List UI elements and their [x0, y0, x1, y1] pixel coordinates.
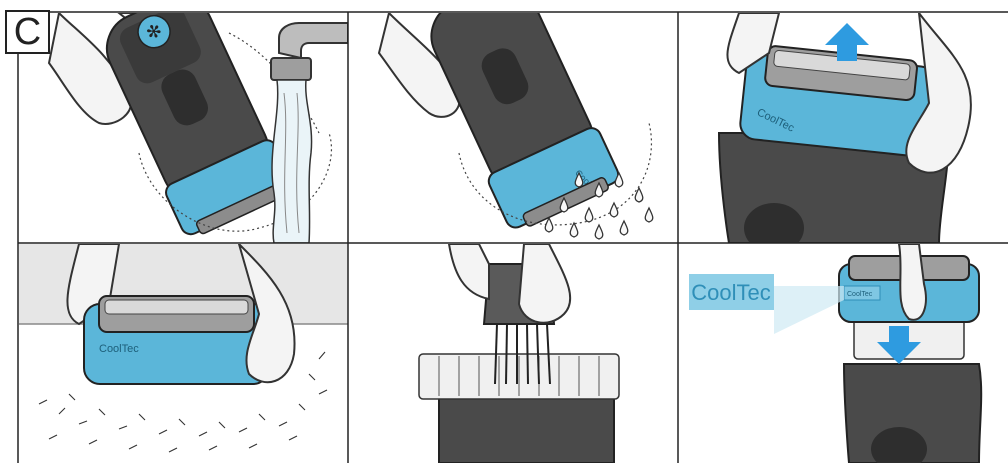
water-tap-icon — [271, 23, 348, 243]
panel-tap-out-hairs: CoolTec — [19, 244, 348, 463]
section-letter-label: C — [5, 10, 50, 54]
cooltec-small-label: CoolTec — [847, 291, 873, 298]
cooltec-callout-label: CoolTec — [691, 280, 770, 305]
cooltec-label: CoolTec — [99, 343, 139, 355]
panel-remove-head: CoolTec — [679, 13, 1008, 243]
panel-rinse-under-tap: ✻ — [19, 13, 348, 243]
panel-shake-dry: CoolTec — [349, 13, 678, 243]
panel-reattach-head: CoolTec CoolTec — [679, 244, 1008, 463]
panel-brush-clean — [349, 244, 678, 463]
